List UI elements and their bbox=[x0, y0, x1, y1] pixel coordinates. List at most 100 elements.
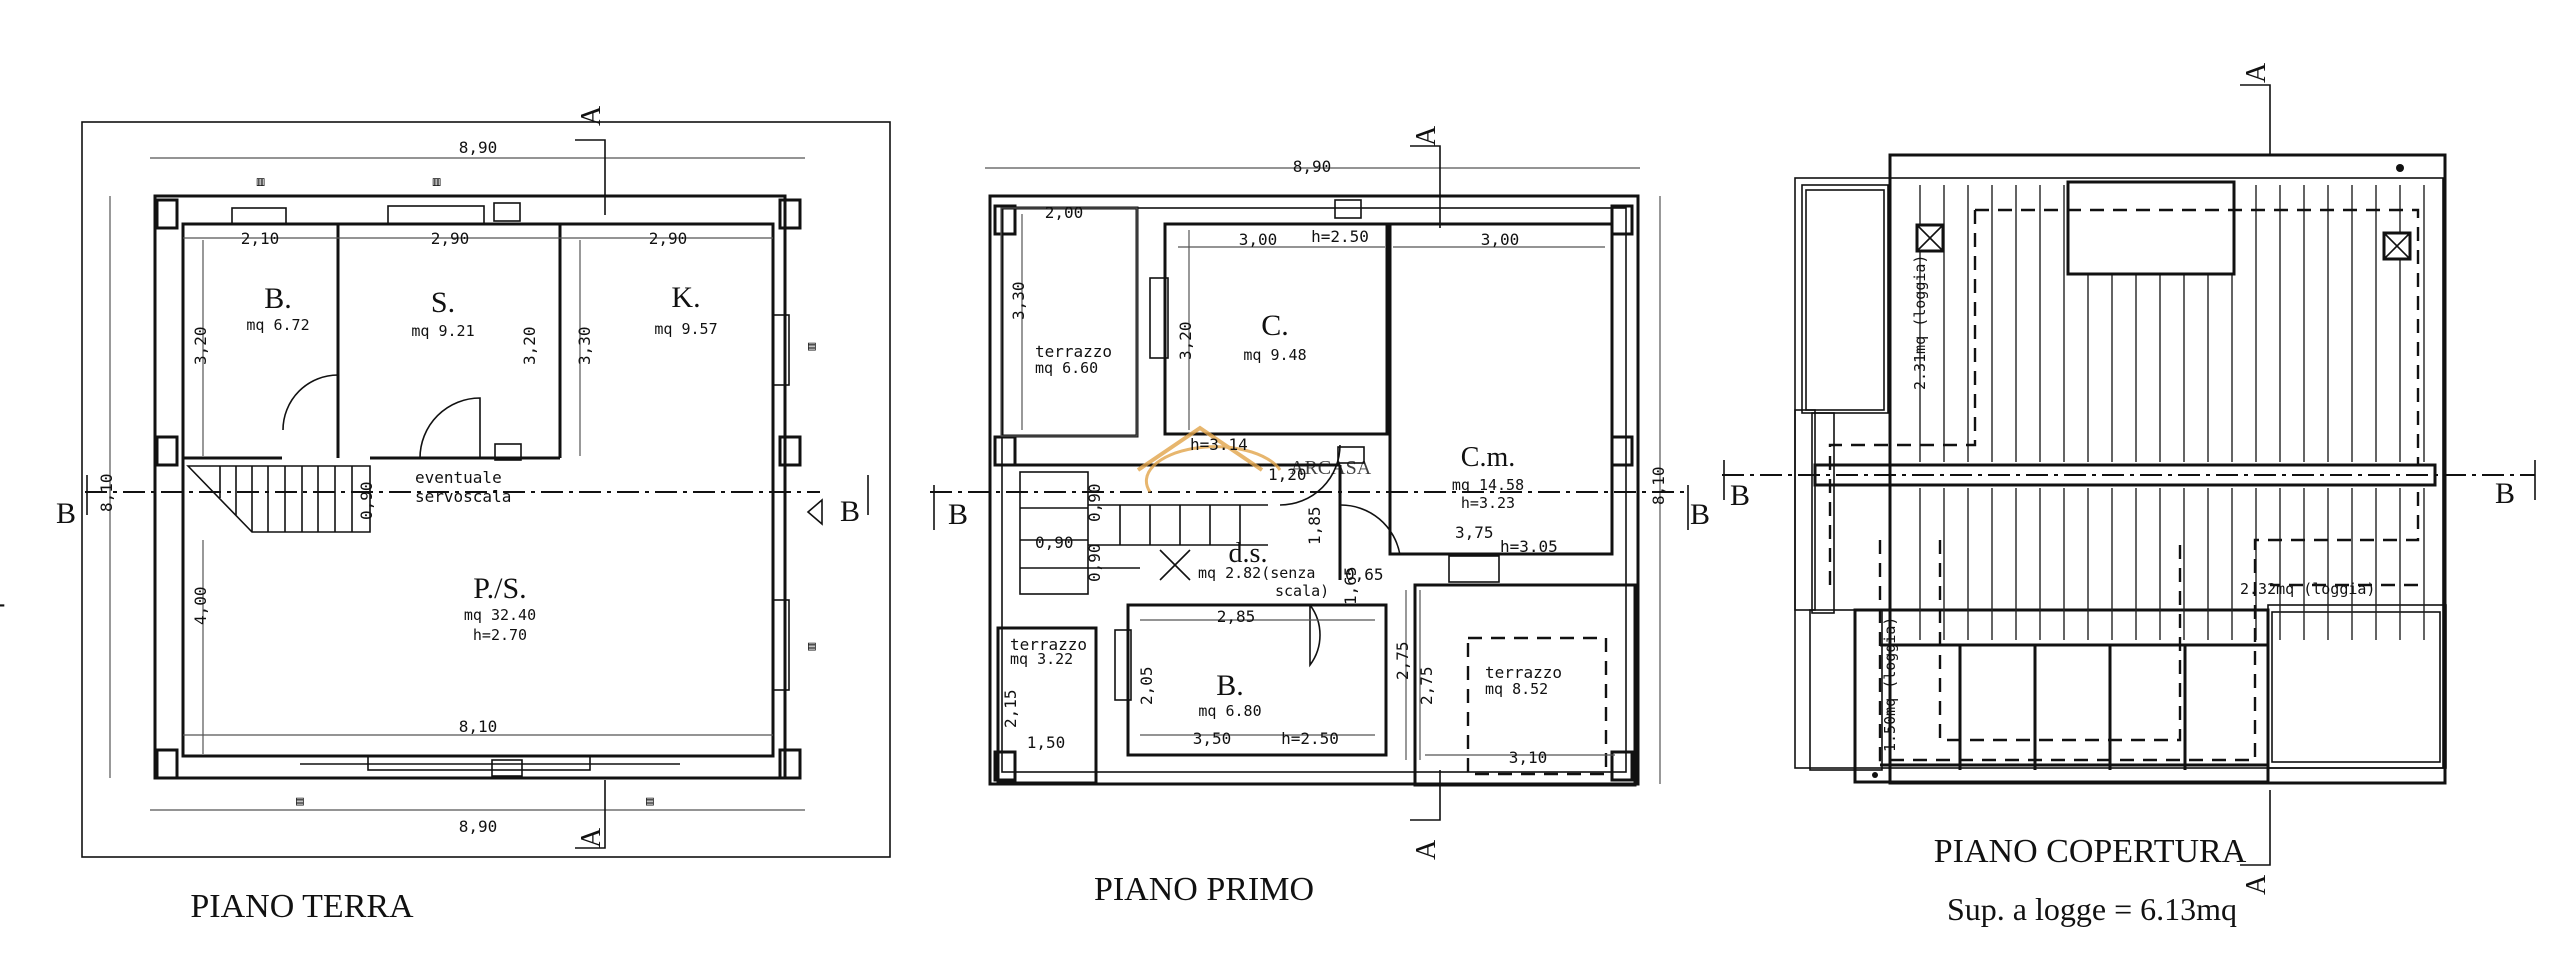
note-servoscala: servoscala bbox=[415, 487, 511, 506]
dim-top-overall: 8,90 bbox=[459, 138, 498, 157]
dim-205: 2,05 bbox=[1137, 666, 1156, 705]
dim-h4: 4,00 bbox=[191, 586, 210, 625]
section-b-right-terra: B bbox=[840, 495, 860, 528]
room-name-kitchen: K. bbox=[671, 281, 700, 314]
dim-h1: 3,20 bbox=[191, 326, 210, 365]
room-area-camera-matrimoniale: mq 14.58 bbox=[1452, 476, 1524, 494]
note-eventuale: eventuale bbox=[415, 468, 502, 487]
room-name-bagno-primo: B. bbox=[1216, 669, 1244, 702]
dim-185: 1,85 bbox=[1305, 506, 1324, 545]
room-name-terrazzo-3: terrazzo bbox=[1485, 663, 1562, 682]
stair-terra bbox=[186, 465, 371, 533]
dim-320: 3,20 bbox=[1176, 321, 1195, 360]
room-height-living: h=2.70 bbox=[473, 626, 527, 644]
dim-065: 0,65 bbox=[1345, 565, 1384, 584]
dim-375: 3,75 bbox=[1455, 523, 1494, 542]
section-b-right-primo: B bbox=[1690, 498, 1710, 531]
dim-285: 2,85 bbox=[1217, 607, 1256, 626]
h-250: h=2.50 bbox=[1311, 227, 1369, 246]
svg-text:▤: ▤ bbox=[808, 339, 816, 354]
dim-165: 1,65 bbox=[1341, 566, 1360, 605]
room-area-terrazzo-2: mq 3.22 bbox=[1010, 650, 1073, 668]
room-area-terrazzo-1: mq 6.60 bbox=[1035, 359, 1098, 377]
dim-350: 3,50 bbox=[1193, 729, 1232, 748]
dim-310: 3,10 bbox=[1509, 748, 1548, 767]
dim-200: 2,00 bbox=[1045, 203, 1084, 222]
section-a-top-terra: A bbox=[576, 105, 607, 126]
room-area-bagno: mq 6.72 bbox=[246, 316, 309, 334]
piano-terra-plan: ▤ ▤ ▤ ▤ ▤ ▤ 8,90 8,90 8,10 2,10 2,90 2,9… bbox=[56, 105, 891, 925]
dim-w2: 2,90 bbox=[431, 229, 470, 248]
section-b-right-copertura: B bbox=[2495, 477, 2515, 510]
dim-w1: 2,10 bbox=[241, 229, 280, 248]
section-b-left-terra: B bbox=[56, 497, 76, 530]
dim-300a: 3,00 bbox=[1239, 230, 1278, 249]
section-b-left-primo: B bbox=[948, 498, 968, 531]
room-area-terrazzo-3: mq 8.52 bbox=[1485, 680, 1548, 698]
room-name-studio: S. bbox=[431, 286, 455, 319]
section-a-bottom-terra: A bbox=[576, 827, 607, 848]
sheet-frame bbox=[81, 121, 891, 858]
dim-120: 1,20 bbox=[1268, 465, 1307, 484]
dim-090c: 0,90 bbox=[1085, 543, 1104, 582]
title-piano-terra: PIANO TERRA bbox=[190, 888, 414, 925]
dim-bottom-inner: 8,10 bbox=[459, 717, 498, 736]
room-name-bagno: B. bbox=[264, 282, 292, 315]
room-name-disimpegno: d.s. bbox=[1229, 538, 1268, 569]
dim-215: 2,15 bbox=[1001, 689, 1020, 728]
dim-275b: 2,75 bbox=[1417, 666, 1436, 705]
outer-wall bbox=[153, 194, 787, 780]
room-extra-disimpegno: scala) bbox=[1275, 582, 1329, 600]
outer-wall-primo bbox=[988, 194, 1640, 786]
dim-left-overall: 8,10 bbox=[97, 473, 116, 512]
title-piano-primo: PIANO PRIMO bbox=[1094, 871, 1314, 908]
piano-primo-plan: ARCASA 8,90 8,10 2,00 3,30 3,00 h=2.50 3… bbox=[930, 125, 1710, 908]
room-name-terrazzo-2: terrazzo bbox=[1010, 635, 1087, 654]
room-area-bagno-primo: mq 6.80 bbox=[1198, 702, 1261, 720]
loggia-2-label: 2.32mq (loggia) bbox=[2240, 580, 2375, 598]
room-name-camera-matrimoniale: C.m. bbox=[1461, 442, 1515, 473]
section-b-left-copertura: B bbox=[1730, 479, 1750, 512]
subtitle-sup-logge: Sup. a logge = 6.13mq bbox=[1947, 891, 2237, 927]
section-a-top-primo: A bbox=[1411, 125, 1442, 146]
dim-300b: 3,00 bbox=[1481, 230, 1520, 249]
dim-bottom-overall: 8,90 bbox=[459, 817, 498, 836]
loggia-1-label: 2.31mq (loggia) bbox=[1911, 255, 1929, 390]
section-a-bottom-primo: A bbox=[1411, 839, 1442, 860]
room-name-camera: C. bbox=[1261, 309, 1289, 342]
room-area-kitchen: mq 9.57 bbox=[654, 320, 717, 338]
dim-w3: 2,90 bbox=[649, 229, 688, 248]
section-a-bottom-copertura: A bbox=[2241, 874, 2272, 895]
dim-090a: 0,90 bbox=[1035, 533, 1074, 552]
dim-150: 1,50 bbox=[1027, 733, 1066, 752]
room-area-disimpegno: mq 2.82(senza bbox=[1198, 564, 1315, 582]
room-area-studio: mq 9.21 bbox=[411, 322, 474, 340]
dim-090b: 0,90 bbox=[1085, 483, 1104, 522]
room-name-living: P./S. bbox=[473, 572, 526, 605]
loggia-3-label: 1.50mq (loggia) bbox=[1881, 617, 1899, 752]
dim-h3: 3,30 bbox=[575, 326, 594, 365]
arcasa-watermark: ARCASA bbox=[1136, 425, 1372, 493]
title-piano-copertura: PIANO COPERTURA bbox=[1934, 833, 2247, 870]
dim-left-overall-primo: 8,10 bbox=[1649, 466, 1668, 505]
svg-text:▤: ▤ bbox=[429, 178, 444, 186]
section-a-top-copertura: A bbox=[2241, 62, 2272, 83]
svg-text:▤: ▤ bbox=[296, 794, 304, 809]
room-area-living: mq 32.40 bbox=[464, 606, 536, 624]
h-250b: h=2.50 bbox=[1281, 729, 1339, 748]
stair-primo bbox=[1019, 471, 1268, 595]
dim-330: 3,30 bbox=[1009, 281, 1028, 320]
watermark-text: ARCASA bbox=[1290, 457, 1372, 479]
dim-top-overall-primo: 8,90 bbox=[1293, 157, 1332, 176]
dim-h2: 3,20 bbox=[520, 326, 539, 365]
h-314: h=3.14 bbox=[1190, 435, 1248, 454]
piano-copertura-plan: 2.31mq (loggia) 2.32mq (loggia) 1.50mq (… bbox=[1722, 62, 2536, 927]
room-name-terrazzo-1: terrazzo bbox=[1035, 342, 1112, 361]
svg-text:▤: ▤ bbox=[646, 794, 654, 809]
dim-stair: 0,90 bbox=[357, 481, 376, 520]
room-height-camera-matrimoniale: h=3.23 bbox=[1461, 494, 1515, 512]
left-edge-fragment: - bbox=[0, 588, 5, 619]
room-area-camera: mq 9.48 bbox=[1243, 346, 1306, 364]
h-305: h=3.05 bbox=[1500, 537, 1558, 556]
